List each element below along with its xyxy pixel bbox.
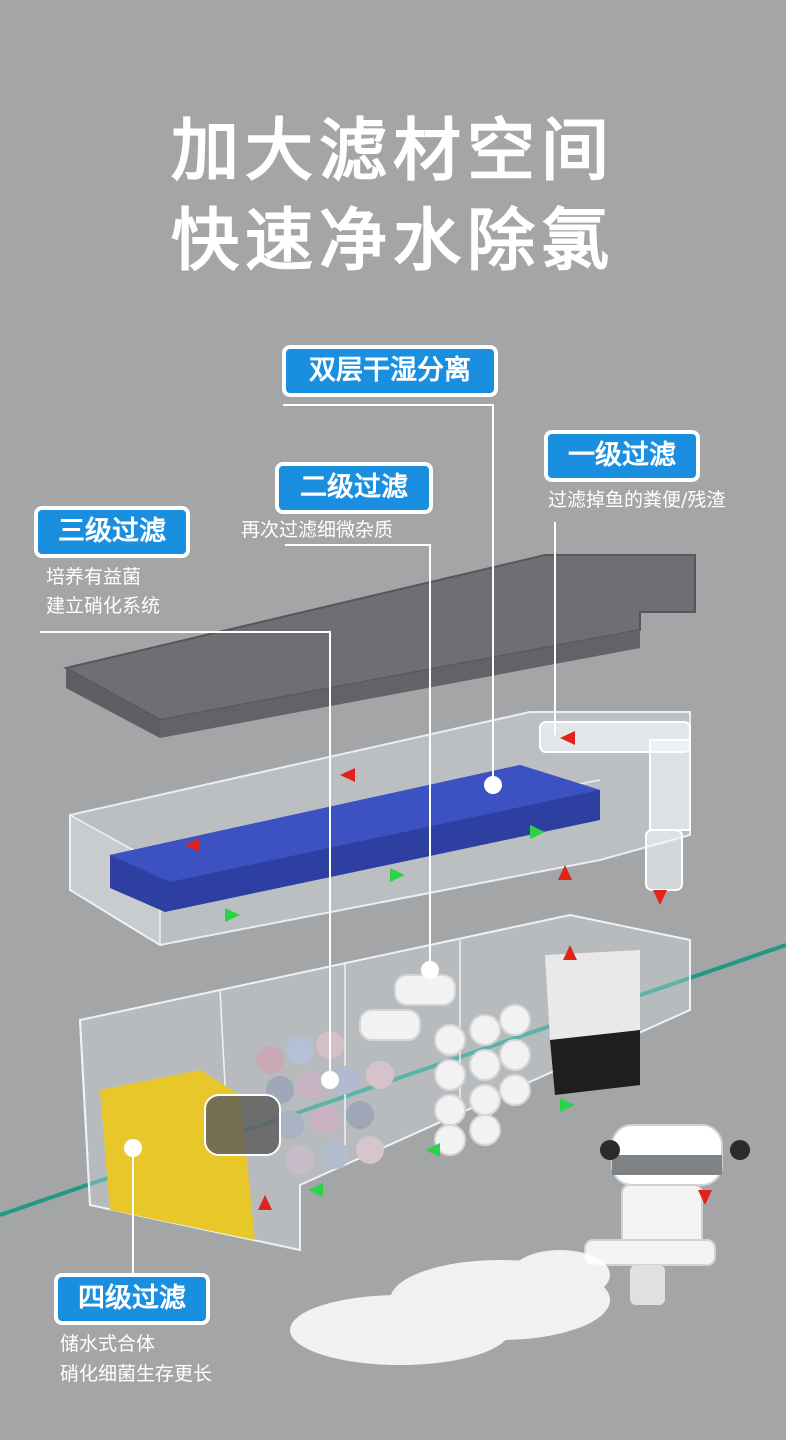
leader-dot [421, 961, 439, 979]
flow-arrows-red [185, 731, 712, 1210]
stage3-desc-line1: 培养有益菌 [46, 566, 142, 588]
stage4-desc-line2: 硝化细菌生存更长 [60, 1363, 213, 1385]
stage4-desc-line1: 储水式合体 [60, 1333, 156, 1355]
impeller-housing [204, 1094, 281, 1156]
leader-dot [484, 776, 502, 794]
water-spray [290, 1250, 610, 1365]
stage1-desc: 过滤掉鱼的粪便/残渣 [548, 489, 726, 511]
inlet-pipe [539, 721, 691, 891]
stage2-badge: 二级过滤 [279, 466, 429, 510]
ceramic-balls [256, 1031, 394, 1174]
flow-arrows-green [225, 825, 575, 1197]
leader-dot [124, 1139, 142, 1157]
stage4-badge: 四级过滤 [58, 1277, 206, 1321]
stage3-badge: 三级过滤 [38, 510, 186, 554]
stage3-desc-line2: 建立硝化系统 [46, 595, 161, 617]
dual-layer-badge: 双层干湿分离 [286, 349, 494, 393]
stage1-badge: 一级过滤 [548, 434, 696, 478]
water-pump [584, 1124, 750, 1305]
headline-line-1: 加大滤材空间 [170, 112, 615, 191]
stage2-desc: 再次过滤细微杂质 [241, 519, 394, 541]
black-sponge [550, 1030, 640, 1095]
headline-line-2: 快速净水除氯 [170, 202, 615, 281]
ceramic-rings [359, 974, 531, 1156]
leader-dot [321, 1071, 339, 1089]
leader-lines [40, 404, 556, 1290]
white-sponge [545, 950, 640, 1040]
